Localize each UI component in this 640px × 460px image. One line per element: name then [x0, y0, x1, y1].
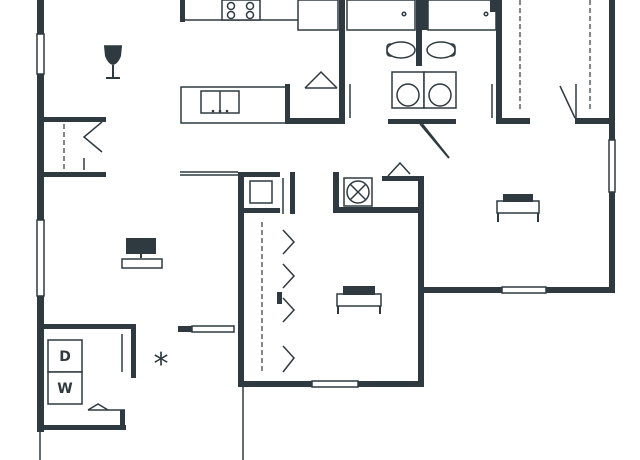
burner-icon [245, 1, 255, 11]
bathroom-2 [423, 0, 497, 109]
marker-asterisk: * [154, 347, 169, 382]
fan-icon [343, 177, 373, 207]
washer: W [47, 371, 83, 405]
toilet-icon [386, 41, 416, 59]
bed-icon [496, 194, 540, 222]
center-door-swing [387, 161, 411, 177]
laundry-walls [44, 324, 235, 430]
burner-icon [226, 10, 236, 20]
hall-closet [44, 117, 106, 177]
toilet-icon [426, 41, 456, 59]
bathroom-1 [346, 0, 425, 109]
center-bedroom-walls [180, 171, 424, 388]
washer-label: W [57, 381, 72, 397]
sink-icon [423, 71, 457, 109]
wine-glass-icon [104, 45, 122, 79]
bifold-closet [261, 222, 296, 373]
kitchen-island [180, 86, 288, 124]
dryer: D [47, 339, 83, 373]
tv-icon [121, 238, 163, 269]
left-exterior-wall [36, 0, 45, 432]
sink-icon [391, 71, 425, 109]
bedroom-right-walls [496, 0, 616, 292]
dryer-label: D [59, 349, 71, 365]
porch-lines [39, 387, 244, 460]
bed-icon [336, 286, 382, 314]
burner-icon [245, 10, 255, 20]
right-bedroom-bottom-wall [420, 286, 615, 294]
bathroom-walls [388, 0, 496, 159]
stove [180, 0, 339, 31]
burner-icon [226, 1, 236, 11]
pantry-walls [285, 0, 351, 124]
water-heater-closet [244, 172, 280, 213]
